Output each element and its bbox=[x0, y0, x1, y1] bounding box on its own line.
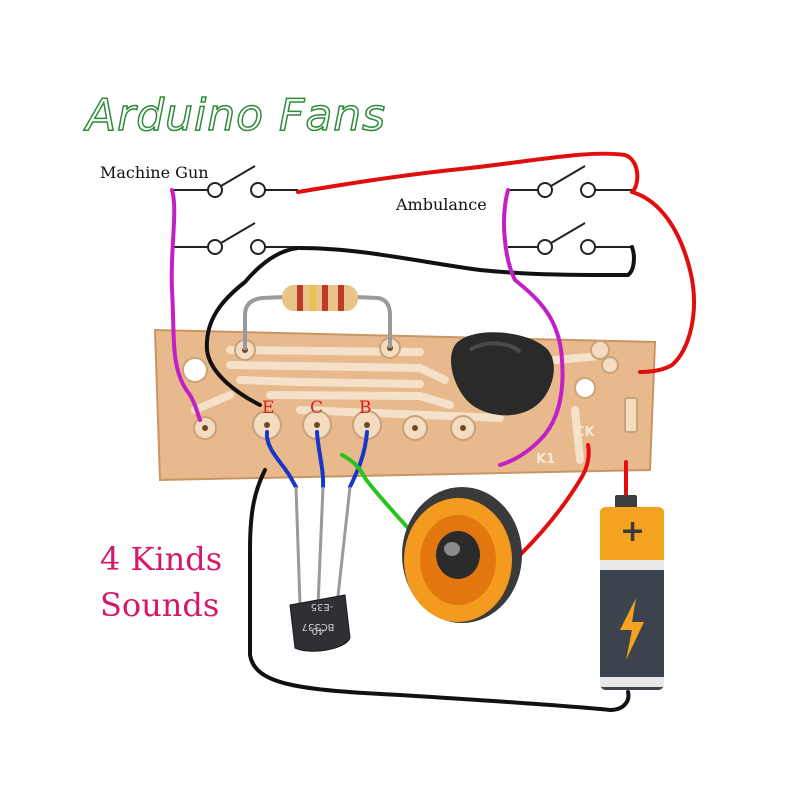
brand-title: Arduino Fans bbox=[85, 89, 387, 142]
transistor-marking-1: BC337 bbox=[302, 621, 335, 632]
battery-plus-label: + bbox=[620, 514, 646, 549]
caption-line1: 4 Kinds bbox=[100, 540, 223, 578]
switch-machine-gun-top bbox=[207, 165, 266, 198]
pin-b-label: B bbox=[359, 398, 372, 418]
pin-e-label: E bbox=[262, 398, 275, 418]
magenta-wires bbox=[169, 188, 565, 467]
ambulance-label: Ambulance bbox=[396, 195, 487, 214]
switch-rails bbox=[172, 189, 632, 248]
resistor-icon bbox=[243, 285, 392, 350]
lightning-bolt-icon bbox=[620, 598, 644, 660]
transistor-marking-2: 40 bbox=[312, 625, 325, 636]
switch-ambulance-bottom bbox=[537, 222, 596, 255]
transistor-icon: BC337 40 -E35 bbox=[289, 486, 352, 652]
speaker-icon bbox=[402, 487, 522, 623]
pcb-board bbox=[153, 328, 657, 482]
switch-machine-gun-bottom bbox=[207, 222, 266, 255]
machine-gun-label: Machine Gun bbox=[100, 163, 209, 182]
switch-ambulance-top bbox=[537, 165, 596, 198]
green-wire bbox=[340, 453, 410, 530]
pin-c-label: C bbox=[310, 398, 324, 418]
board-k1-label: K1 bbox=[536, 452, 556, 467]
board-ck-label: CK bbox=[575, 425, 595, 440]
battery-icon bbox=[600, 495, 664, 690]
caption-line2: Sounds bbox=[100, 586, 220, 624]
chip-blob-icon bbox=[451, 332, 554, 416]
blue-wires bbox=[264, 430, 369, 489]
transistor-marking-3: -E35 bbox=[311, 601, 334, 612]
black-wires bbox=[204, 245, 636, 712]
